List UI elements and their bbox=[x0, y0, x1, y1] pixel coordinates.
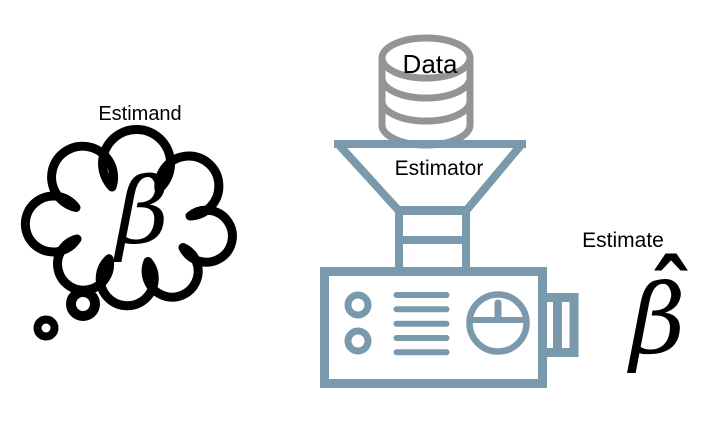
database-ring bbox=[378, 100, 474, 125]
thought-cloud-icon bbox=[20, 125, 237, 341]
machine-icon bbox=[344, 291, 579, 357]
port-mid-bar bbox=[553, 293, 562, 357]
funnel-right-slope bbox=[461, 142, 525, 215]
knob-icon bbox=[344, 327, 372, 355]
output-port-icon bbox=[544, 293, 579, 357]
machine-body bbox=[320, 267, 547, 388]
knob-icon bbox=[344, 291, 372, 319]
cloud-outline bbox=[20, 125, 237, 311]
thought-bubble-tiny-icon bbox=[33, 315, 59, 341]
funnel-icon bbox=[334, 140, 526, 215]
data-label: Data bbox=[402, 49, 458, 79]
spout-top-bar bbox=[395, 206, 470, 215]
port-right-bar bbox=[569, 293, 579, 357]
estimand-label: Estimand bbox=[98, 103, 182, 125]
spout-mid-bar bbox=[395, 236, 470, 244]
gauge-icon bbox=[466, 291, 530, 355]
estimand-symbol: β bbox=[116, 158, 170, 265]
estimate-label: Estimate bbox=[582, 229, 664, 252]
estimate-hat-accent: ˆ bbox=[648, 241, 694, 349]
vent-lines-icon bbox=[393, 292, 450, 356]
funnel-left-slope bbox=[336, 142, 403, 215]
thought-bubble-small-icon bbox=[66, 287, 100, 321]
database-ring bbox=[378, 77, 474, 102]
estimator-label: Estimator bbox=[394, 157, 484, 180]
funnel-spout-icon bbox=[395, 206, 470, 272]
estimate-symbol: β bbox=[630, 264, 686, 376]
